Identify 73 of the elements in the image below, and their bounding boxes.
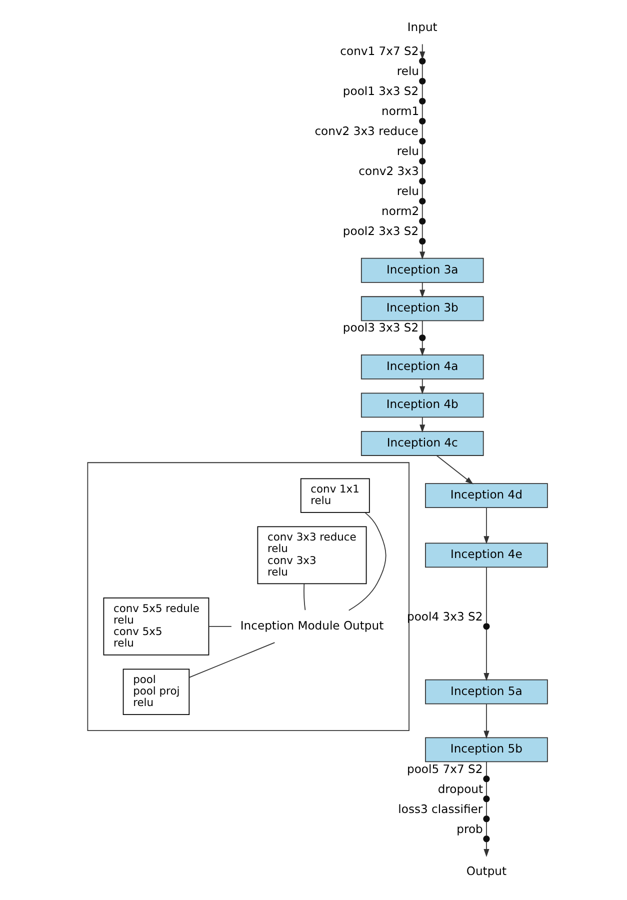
arrow xyxy=(419,378,425,394)
connector xyxy=(188,642,275,678)
node-label: conv1 7x7 S2 xyxy=(340,44,418,58)
node-label: loss3 classifier xyxy=(398,802,482,816)
arrow xyxy=(483,628,489,682)
node-circle xyxy=(418,238,426,245)
node-circle xyxy=(418,158,426,165)
node-label: conv2 3x3 xyxy=(358,164,418,178)
node-box: conv 3x3 reduce relu conv 3x3 relu xyxy=(256,526,366,584)
node-label: dropout xyxy=(437,782,483,796)
node-circle xyxy=(418,118,426,124)
arrow xyxy=(419,340,425,356)
node-text: Output xyxy=(466,864,506,878)
node-label: relu xyxy=(396,144,418,158)
node-text: Inception Module Output xyxy=(240,618,384,632)
node-label: pool5 7x7 S2 xyxy=(406,762,482,776)
node-label: relu xyxy=(396,64,418,78)
arrow xyxy=(483,841,489,858)
node-box: Inception 4c xyxy=(360,431,484,456)
arrow xyxy=(419,416,425,433)
connector xyxy=(421,104,422,119)
node-box: Inception 4e xyxy=(424,542,548,568)
node-label: conv2 3x3 reduce xyxy=(314,124,418,138)
node-box: conv 5x5 redule relu conv 5x5 relu xyxy=(102,597,209,656)
node-label: norm2 xyxy=(381,204,419,218)
arrow xyxy=(483,507,489,544)
node-circle xyxy=(418,334,426,342)
connector xyxy=(421,164,422,179)
arrow xyxy=(419,282,425,298)
node-text: Input xyxy=(406,20,437,34)
node-box: Inception 4a xyxy=(360,354,484,380)
node-circle xyxy=(482,836,490,842)
node-box: Inception 5b xyxy=(424,737,548,762)
arrow xyxy=(419,44,425,60)
node-box: Inception 3b xyxy=(360,296,484,322)
connector xyxy=(421,320,422,336)
connector xyxy=(421,184,422,199)
connector xyxy=(421,84,422,99)
connector xyxy=(421,224,422,239)
node-box: conv 1x1 relu xyxy=(300,478,370,513)
node-box: Inception 3a xyxy=(360,258,484,283)
node-circle xyxy=(418,78,426,84)
connector xyxy=(348,512,386,611)
node-circle xyxy=(482,776,490,782)
node-circle xyxy=(418,58,426,64)
node-box: Inception 5a xyxy=(424,679,548,704)
node-box: Inception 4d xyxy=(424,483,548,508)
node-box: Inception 4b xyxy=(360,392,484,418)
arrow xyxy=(483,704,489,739)
node-circle xyxy=(418,218,426,225)
connector xyxy=(421,64,422,79)
connector xyxy=(208,626,232,627)
arrow xyxy=(436,455,473,484)
node-circle xyxy=(482,623,490,630)
cluster xyxy=(86,462,409,731)
node-circle xyxy=(418,98,426,104)
connector xyxy=(421,124,422,139)
node-circle xyxy=(418,138,426,144)
node-label: pool2 3x3 S2 xyxy=(342,224,418,238)
node-circle xyxy=(418,198,426,205)
connector xyxy=(421,204,422,219)
arrow xyxy=(419,244,425,260)
node-label: pool3 3x3 S2 xyxy=(342,320,418,335)
node-label: prob xyxy=(456,822,482,836)
node-circle xyxy=(482,796,490,802)
connector xyxy=(303,583,306,610)
node-box: pool pool proj relu xyxy=(122,668,190,715)
connector xyxy=(421,144,422,159)
node-circle xyxy=(482,816,490,822)
node-label: norm1 xyxy=(381,104,419,118)
node-label: relu xyxy=(396,184,418,198)
node-circle xyxy=(418,178,426,185)
node-label: pool1 3x3 S2 xyxy=(342,84,418,98)
